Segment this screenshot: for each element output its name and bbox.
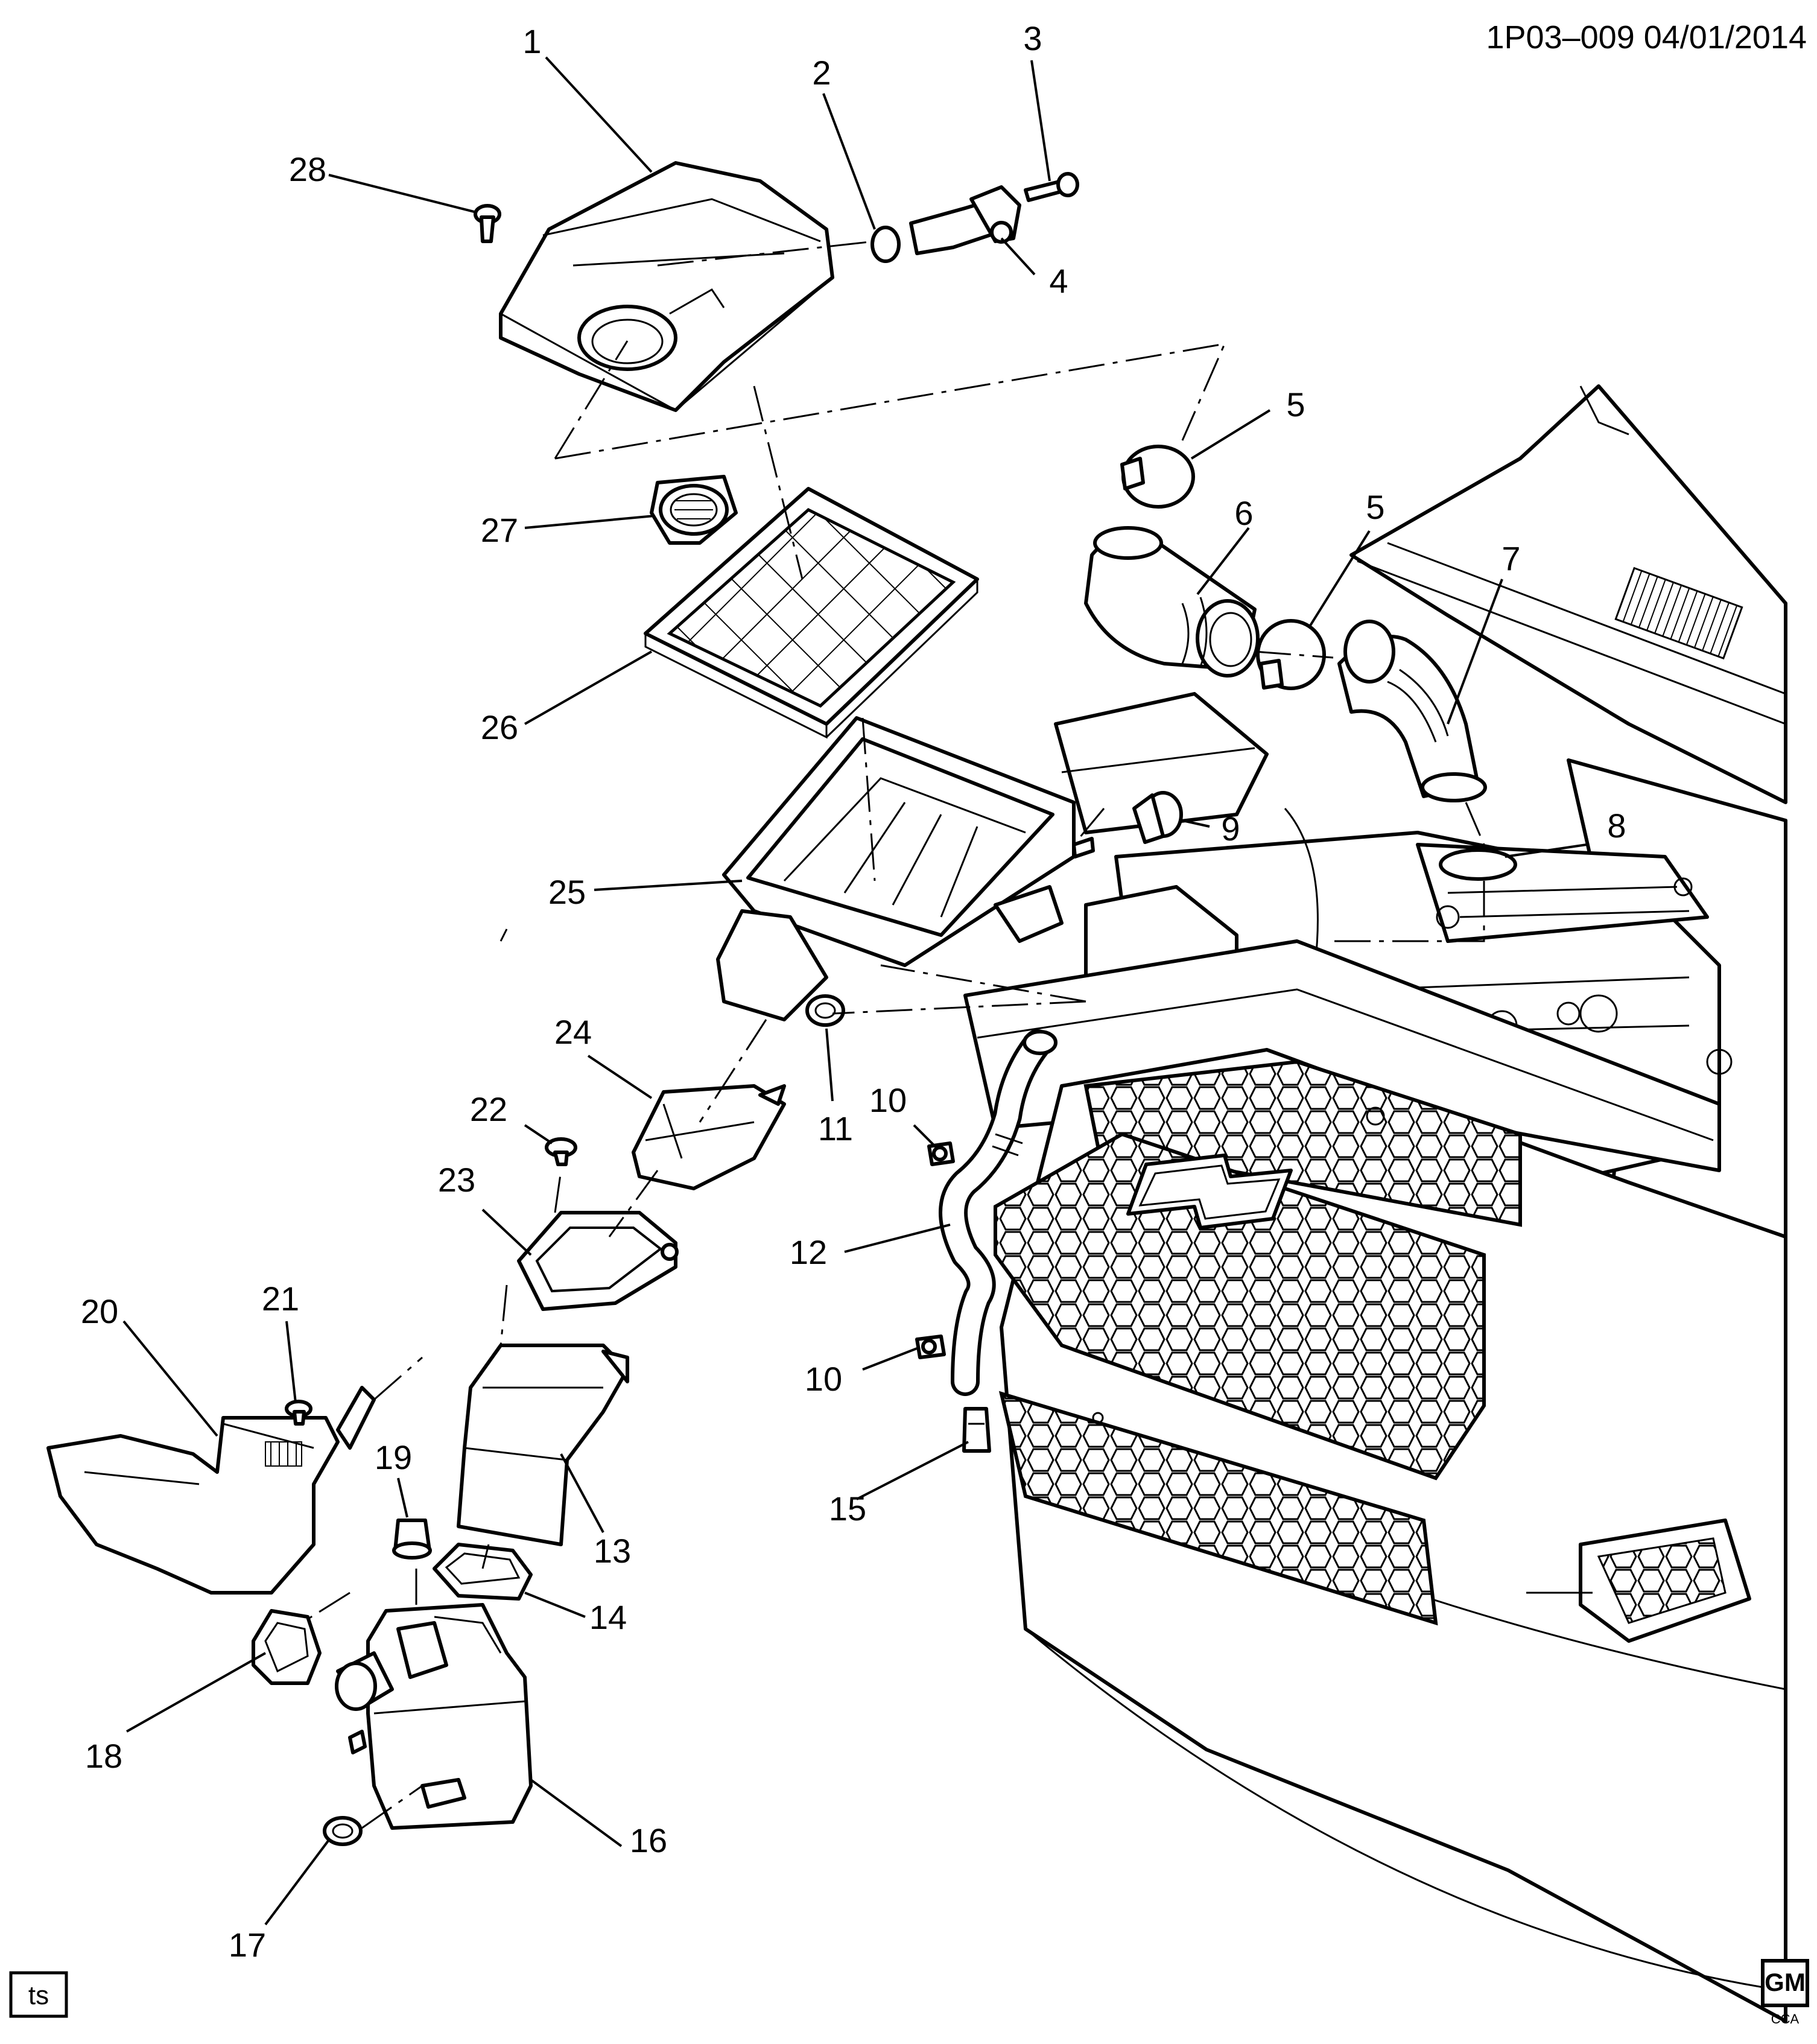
- callout-1: 1: [522, 22, 541, 60]
- callout-8: 8: [1607, 807, 1626, 845]
- callout-23: 23: [438, 1161, 475, 1199]
- callout-10-upper: 10: [869, 1081, 907, 1119]
- callout-7: 7: [1501, 539, 1520, 577]
- callout-leaders: [122, 56, 1587, 1926]
- air-filter-element: [644, 487, 979, 739]
- callout-14: 14: [589, 1598, 627, 1636]
- air-cleaner-outlet-adapter: [650, 475, 738, 545]
- seal-o-ring: [870, 226, 901, 263]
- push-pin-21: [285, 1400, 312, 1426]
- callout-28: 28: [289, 150, 326, 188]
- housing-grommet: [1132, 791, 1183, 844]
- grommet-17: [323, 1816, 363, 1846]
- svg-text:CCA: CCA: [1771, 2011, 1800, 2027]
- vehicle-front-illustration: [963, 384, 1787, 2023]
- drain-hose: [939, 1029, 1058, 1396]
- drain-plug-19: [392, 1519, 432, 1560]
- callout-27: 27: [481, 511, 518, 549]
- ts-tag: ts: [9, 1971, 68, 2018]
- callout-5-upper: 5: [1286, 386, 1305, 424]
- assembly-lines: [301, 240, 1485, 1829]
- callout-17: 17: [229, 1926, 266, 1964]
- air-intake-duct-7: [1337, 620, 1487, 802]
- callout-labels: 1 2 3 4 5 5 6 7 8 9 10 10 11 12 13 14 15…: [81, 19, 1626, 1964]
- grommet-11: [805, 994, 845, 1027]
- callout-21: 21: [262, 1280, 299, 1318]
- callout-16: 16: [630, 1821, 667, 1859]
- air-inlet-duct-13: [457, 1344, 629, 1546]
- sensor-screw: [1024, 172, 1079, 202]
- diagram-code: 1P03–009 04/01/2014: [1486, 19, 1807, 56]
- duct-seal-23: [517, 1211, 679, 1311]
- air-cleaner-cover: [499, 161, 834, 412]
- callout-20: 20: [81, 1292, 118, 1330]
- callout-18: 18: [85, 1737, 122, 1775]
- air-inlet-duct-24: [632, 1084, 786, 1190]
- callout-22: 22: [470, 1090, 507, 1128]
- callout-13: 13: [594, 1532, 631, 1570]
- gm-logo: GM CCA: [1761, 1959, 1809, 2027]
- callout-6: 6: [1234, 494, 1253, 532]
- callout-19: 19: [375, 1438, 412, 1476]
- callout-4: 4: [1049, 262, 1068, 300]
- svg-text:ts: ts: [28, 1981, 49, 2010]
- air-inlet-duct-20: [46, 1386, 376, 1595]
- hose-clamp-middle: [1256, 619, 1326, 690]
- drain-valve: [962, 1407, 991, 1453]
- housing-bolt: [474, 204, 501, 243]
- air-cleaner-lower-housing: [716, 716, 1095, 1021]
- duct-seal-14: [433, 1543, 533, 1601]
- callout-9: 9: [1221, 810, 1240, 848]
- push-pin-retainer: [545, 1137, 577, 1166]
- svg-text:GM: GM: [1765, 1968, 1806, 1996]
- callout-11: 11: [818, 1109, 853, 1147]
- callout-5-lower: 5: [1366, 488, 1384, 526]
- hose-clip-upper: [927, 1141, 955, 1166]
- air-intake-duct-6: [1084, 526, 1260, 678]
- callout-24: 24: [554, 1013, 592, 1051]
- air-intake-resonator: [335, 1603, 533, 1830]
- callout-15: 15: [829, 1490, 866, 1528]
- callout-26: 26: [481, 708, 518, 746]
- callout-3: 3: [1023, 19, 1042, 57]
- callout-12: 12: [790, 1233, 827, 1271]
- hose-clamp-8: [1439, 848, 1517, 881]
- duct-seal-18: [252, 1609, 322, 1685]
- hose-clip-lower: [915, 1335, 946, 1359]
- mass-airflow-sensor: [909, 185, 1021, 255]
- callout-25: 25: [548, 873, 586, 911]
- hose-clamp-upper: [1120, 445, 1195, 509]
- callout-10-lower: 10: [805, 1360, 842, 1398]
- callout-2: 2: [812, 54, 831, 92]
